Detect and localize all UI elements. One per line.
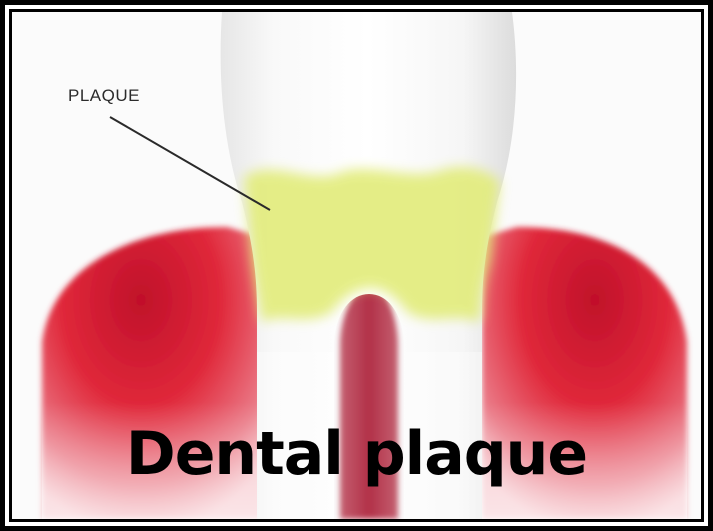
- diagram-canvas: PLAQUE Dental plaque: [12, 12, 701, 519]
- plaque-callout-label: PLAQUE: [68, 86, 140, 106]
- figure-title: Dental plaque: [12, 424, 701, 484]
